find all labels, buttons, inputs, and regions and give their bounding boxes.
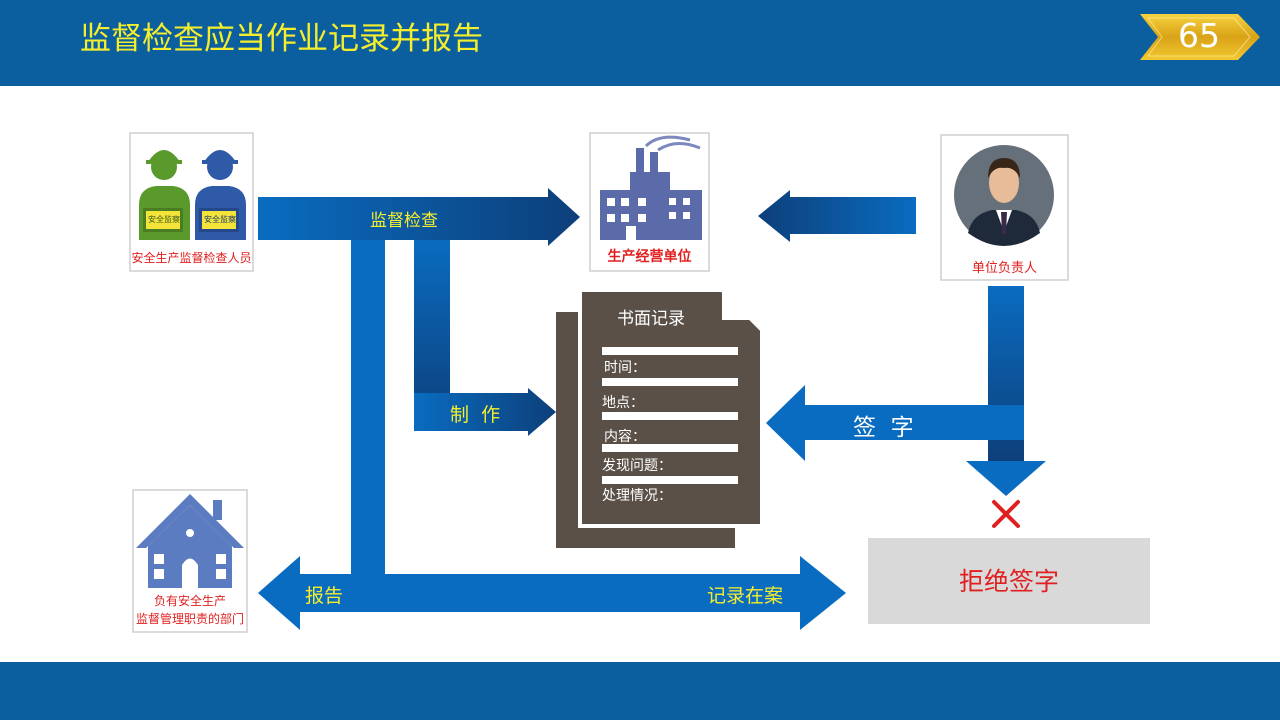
report-record-arrow [258,556,846,630]
sign-arrow [766,385,1024,461]
inspector-badge: 安全监察 [204,215,236,224]
factory-icon [600,135,702,240]
document-field: 内容： [604,429,646,445]
document-field: 发现问题： [602,458,672,474]
cross-icon [992,500,1020,528]
document-field: 处理情况： [602,488,672,504]
person-label: 单位负责人 [971,261,1037,276]
department-label: 监督管理职责的部门 [135,612,244,626]
document-field: 时间： [604,360,646,376]
report-stem [351,238,385,574]
header-bar [0,0,1280,86]
person-to-enterprise-arrow [758,190,916,242]
down-arrow-head [966,461,1046,496]
document-field: 地点： [602,395,644,411]
page-number-badge-icon [1140,14,1260,60]
enterprise-label: 生产经营单位 [607,249,692,265]
record-arrow-label: 记录在案 [707,585,784,607]
slide-title: 监督检查应当作业记录并报告 [80,21,483,57]
footer-bar [0,662,1280,720]
document-icon [556,288,764,548]
inspectors-icon [139,150,246,240]
make-arrow-label: 制 作 [450,404,501,426]
house-icon [136,494,244,588]
page-number: 65 [1178,16,1220,55]
document-title: 书面记录 [617,309,685,329]
department-label: 负有安全生产 [153,594,226,608]
report-arrow-label: 报告 [305,585,344,607]
inspectors-label: 安全生产监督检查人员 [131,251,252,265]
inspect-arrow-label: 监督检查 [370,211,438,231]
inspect-arrow [258,188,580,246]
inspector-badge: 安全监察 [148,215,180,224]
make-arrow [414,388,556,436]
businessman-icon [954,145,1054,246]
refuse-box [868,538,1150,624]
refuse-label: 拒绝签字 [958,567,1059,596]
sign-arrow-label: 签 字 [853,415,914,441]
